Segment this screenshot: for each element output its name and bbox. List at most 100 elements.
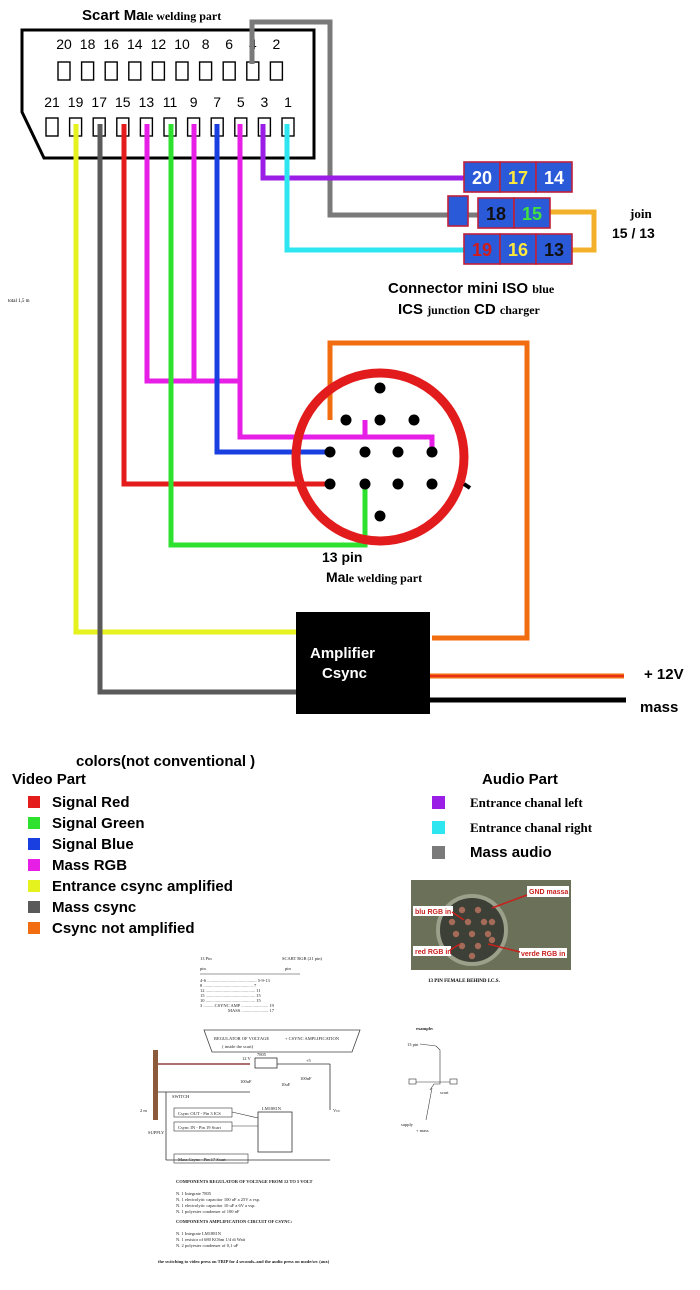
amp-title: COMPONENTS AMPLIFICATION CIRCUIT OF CSYN… [176, 1219, 293, 1224]
scart-top-pin-label: 10 [174, 36, 190, 52]
photo-pin [474, 942, 482, 950]
example-wire-2 [429, 1045, 441, 1091]
scart-top-pin [198, 61, 213, 81]
example-13pin: 13 pin [407, 1042, 419, 1047]
schematic-c3: 100nF [300, 1076, 312, 1081]
example-mass: + mass [416, 1128, 429, 1133]
photo-pin [488, 918, 496, 926]
photo-label-blu-bg [413, 906, 453, 916]
total-length: total 1,5 m [8, 299, 30, 304]
legend-label-audio: Entrance chanal left [470, 795, 583, 810]
join-pins: 15 / 13 [612, 225, 655, 241]
photo-label-red: red RGB in [415, 949, 452, 956]
legend-label-audio: Mass audio [470, 844, 552, 861]
scart-bottom-pin-label: 11 [163, 94, 178, 110]
iso-pin-cell [499, 161, 537, 193]
mass-label: mass [640, 699, 678, 716]
video-part-title: Video Part [12, 771, 86, 788]
pin-table-row: 3 ..........CSYNC AMP ..................… [200, 1003, 275, 1008]
photo-pin [480, 918, 488, 926]
scart-top-pin [104, 61, 118, 81]
example-plug-right [449, 1078, 458, 1085]
scart-top-pin [175, 61, 189, 81]
legend-swatch-video [28, 901, 40, 913]
scart-top-pin [269, 61, 284, 81]
photo-arrow-verde [487, 943, 521, 953]
scart-bottom-pin-label: 3 [261, 94, 269, 110]
legend-label-video: Signal Red [52, 794, 130, 811]
scart-top-pin [222, 61, 236, 81]
scart-top-pin-label: 16 [103, 36, 119, 52]
comp-1: N. 1 Integrate 7805 [176, 1191, 212, 1196]
photo-label-gnd: GND massa [529, 889, 568, 896]
iso-pin-cell [535, 161, 573, 193]
scart-top-pin [80, 61, 95, 81]
legend-swatch-audio [432, 796, 445, 809]
amp-2: N. 1 resistor of 680 KOhm 1/4 di Watt [176, 1237, 246, 1242]
legend-swatch-video [28, 796, 40, 808]
scart-top-pin [246, 61, 260, 81]
pin-table-row: 12 .....................................… [200, 988, 261, 993]
csync-out-line [231, 1111, 259, 1119]
mass-csync-box [173, 1153, 249, 1164]
scart-bottom-pin-label: 17 [91, 94, 107, 110]
iso-pin-cell [477, 197, 515, 229]
photo-label-verde-bg [519, 948, 567, 958]
schematic-2m: 2 m [140, 1108, 147, 1113]
wire-mass-rgb-5 [237, 124, 435, 452]
iso-side-cell [447, 195, 469, 227]
iso-pin-cell [499, 233, 537, 265]
pin-table-rows: 4-6 ....................................… [200, 978, 275, 1013]
legend-swatch-audio [432, 846, 445, 859]
schematic-plus5: +5 [306, 1058, 312, 1063]
legend-title: colors(not conventional ) [76, 753, 255, 770]
example-wire-1 [419, 1043, 437, 1047]
scart-bottom-pin-label: 15 [115, 94, 131, 110]
iso-pin-label: 16 [508, 240, 528, 260]
photo-arrow-red [449, 943, 461, 951]
wire-signal-green [168, 124, 368, 548]
din13-pin [374, 414, 386, 426]
iso-pin-label: 14 [544, 168, 564, 188]
legend-swatch-video [28, 838, 40, 850]
example-plug-left [408, 1078, 417, 1085]
scart-bottom-pin-label: 5 [237, 94, 245, 110]
photo-pin [474, 906, 482, 914]
example-sketch: example: 13 pin scart supply + mass [401, 1026, 458, 1133]
schematic-csync-in: Csync IN - Pin 19 Scart [178, 1125, 222, 1130]
photo-pin [448, 918, 456, 926]
din13-photo: GND massa blu RGB in red RGB in verde RG… [411, 880, 571, 970]
amplifier-line2: Csync [322, 665, 367, 682]
schematic-12v: 12 V [242, 1056, 252, 1061]
scart-outline [20, 28, 316, 160]
photo-arrow-gnd [491, 894, 528, 909]
scart-bottom-pin [45, 117, 59, 137]
schematic-footer: the switching to video press on TRIP for… [158, 1259, 330, 1264]
schematic-c2: 10uF [281, 1082, 291, 1087]
din13-key [462, 482, 472, 490]
csync-in-box [173, 1121, 233, 1132]
photo-pin [464, 918, 472, 926]
din13-pin [426, 478, 438, 490]
legend-label-video: Csync not amplified [52, 920, 195, 937]
photo-label-blu: blu RGB in [415, 909, 451, 916]
legend-label-video: Mass csync [52, 899, 136, 916]
wire-mass-rgb-13 [144, 124, 240, 384]
photo-pin [468, 952, 476, 960]
legend-label-video: Signal Blue [52, 836, 134, 853]
iso-label-line1-a: Connector mini ISO [388, 280, 528, 297]
legend-swatch-video [28, 817, 40, 829]
scart-top-pin-label: 14 [127, 36, 143, 52]
photo-label-red-bg [413, 946, 451, 956]
scart-top-pin-label: 8 [202, 36, 210, 52]
din13-pin [374, 382, 386, 394]
amplifier-line1: Amplifier [310, 645, 375, 662]
wire-mass-audio [249, 19, 490, 218]
iso-pin-label: 13 [544, 240, 564, 260]
scart-top-pin [151, 61, 166, 81]
iso-label-ics: ICS [398, 301, 423, 318]
